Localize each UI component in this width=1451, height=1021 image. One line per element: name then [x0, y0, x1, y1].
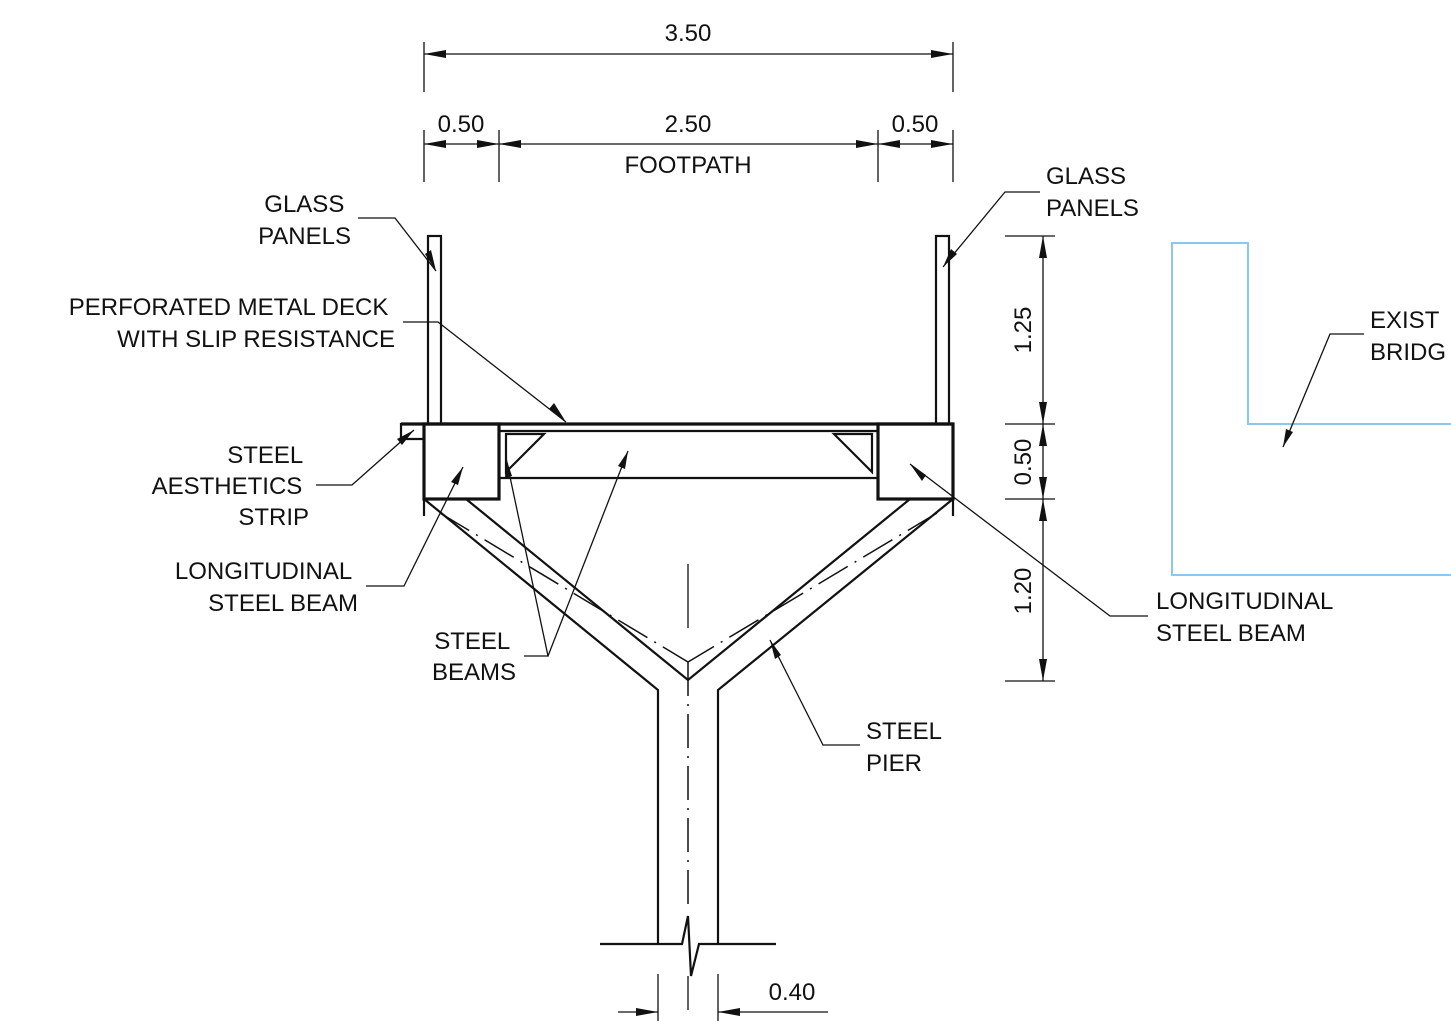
aesthetics-strip [399, 422, 424, 441]
existing-bridge-label: EXIST BRIDG [1370, 307, 1446, 366]
glass-panel-right [934, 234, 951, 426]
existing-bridge-outline [1171, 242, 1451, 576]
footpath-dimension: 0.50 2.50 0.50 FOOTPATH [423, 111, 954, 182]
deck-label: PERFORATED METAL DECK WITH SLIP RESISTAN… [69, 294, 395, 353]
column-width-dimension: 0.40 [618, 974, 828, 1021]
pier-outer-outline [423, 498, 954, 943]
left-edge-value: 0.50 [438, 111, 485, 138]
glass-panels-left-label: GLASS PANELS [258, 191, 351, 250]
steel-beams-label: STEEL BEAMS [432, 628, 516, 686]
steel-pier [423, 498, 954, 1010]
pier-depth-value: 1.20 [1010, 568, 1037, 615]
footpath-width-value: 2.50 [665, 111, 712, 138]
longitudinal-beam-left-label: LONGITUDINAL STEEL BEAM [175, 558, 358, 617]
column-width-value: 0.40 [769, 979, 816, 1006]
steel-pier-label: STEEL PIER [866, 718, 948, 777]
right-edge-value: 0.50 [892, 111, 939, 138]
overall-width-dimension: 3.50 [423, 20, 954, 92]
height-dimensions: 1.25 0.50 1.20 [1005, 235, 1055, 682]
longitudinal-beam-right [876, 422, 955, 501]
brace-left [504, 432, 547, 475]
panel-height-value: 1.25 [1010, 307, 1037, 354]
deck-depth-value: 0.50 [1010, 439, 1037, 486]
longitudinal-beam-right-label: LONGITUDINAL STEEL BEAM [1156, 588, 1339, 647]
leader-lines [316, 191, 1364, 746]
aesthetics-strip-label: STEEL AESTHETICS STRIP [152, 442, 309, 531]
pier-break-line [600, 915, 776, 977]
footpath-label: FOOTPATH [624, 152, 751, 179]
brace-right [831, 432, 874, 475]
overall-width-value: 3.50 [665, 20, 712, 47]
longitudinal-beam-left [422, 422, 501, 501]
glass-panels-right-label: GLASS PANELS [1046, 163, 1139, 222]
deck-assembly [399, 422, 955, 516]
